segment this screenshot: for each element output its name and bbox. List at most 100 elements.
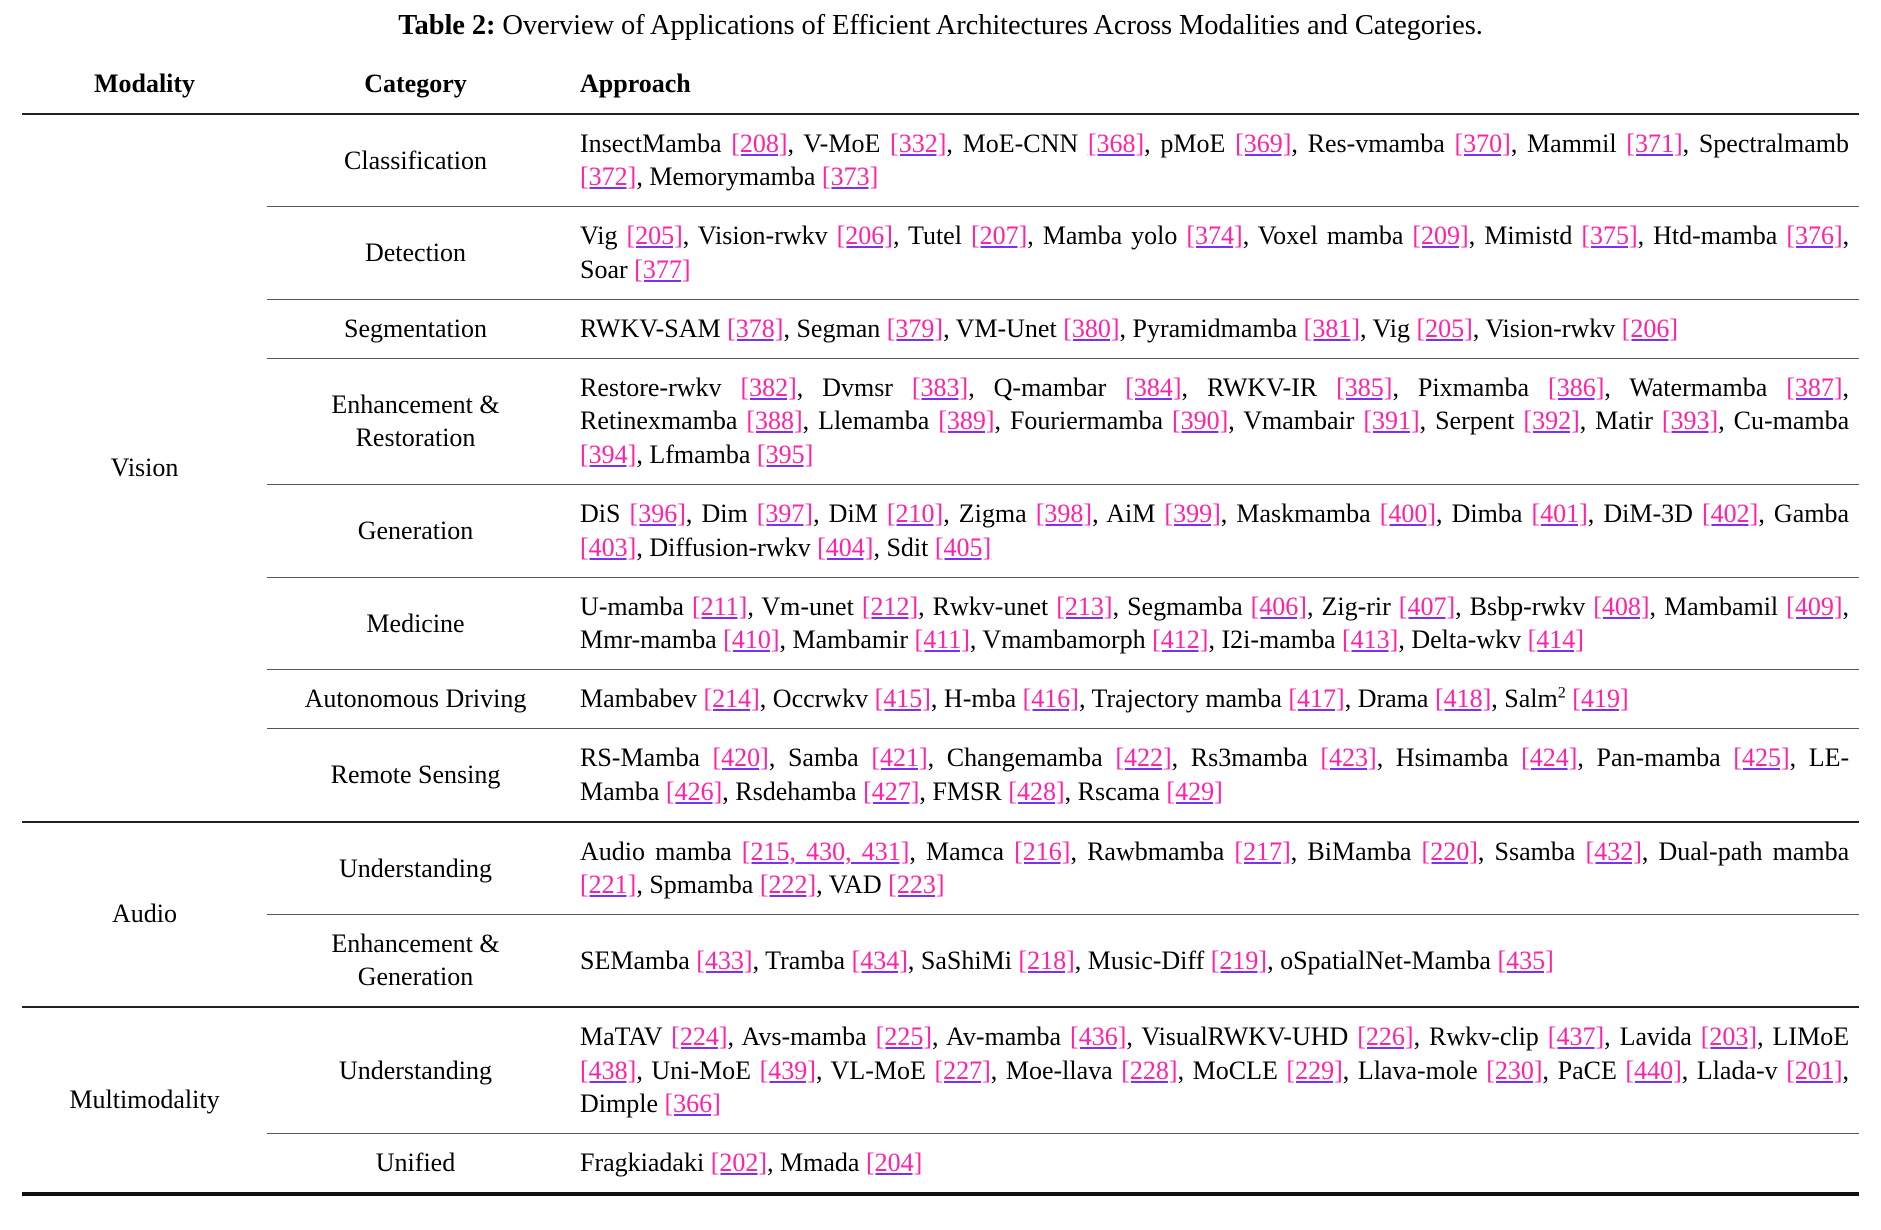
citation-link[interactable]: [424] (1521, 742, 1578, 772)
citation-link[interactable]: [410] (723, 625, 780, 655)
citation-link[interactable]: [415] (874, 684, 931, 714)
citation-link[interactable]: [392] (1523, 406, 1580, 436)
citation-link[interactable]: [428] (1008, 776, 1065, 806)
citation-link[interactable]: [414] (1527, 625, 1584, 655)
citation-link[interactable]: [422] (1115, 742, 1172, 772)
citation-link[interactable]: [418] (1434, 684, 1492, 714)
citation-link[interactable]: [417] (1288, 684, 1345, 714)
citation-link[interactable]: [383] (911, 372, 969, 402)
citation-link[interactable]: [208] (731, 128, 788, 158)
citation-link[interactable]: [220] (1421, 836, 1478, 866)
citation-link[interactable]: [394] (580, 440, 637, 470)
citation-link[interactable]: [366] (664, 1089, 721, 1119)
citation-link[interactable]: [211] (691, 591, 748, 621)
citation-link[interactable]: [400] (1379, 499, 1437, 528)
citation-link[interactable]: [429] (1166, 776, 1223, 806)
citation-link[interactable]: [419] (1572, 684, 1629, 714)
citation-link[interactable]: [411] (914, 625, 970, 655)
citation-link[interactable]: [393] (1661, 406, 1719, 436)
citation-link[interactable]: [378] (727, 313, 784, 343)
citation-link[interactable]: [396] (629, 499, 686, 528)
citation-link[interactable]: [368] (1087, 128, 1145, 158)
citation-link[interactable]: [399] (1164, 499, 1221, 528)
citation-link[interactable]: [225] (875, 1021, 932, 1051)
citation-link[interactable]: [229] (1286, 1055, 1343, 1085)
citation-link[interactable]: [207] (970, 221, 1028, 251)
citation-link[interactable]: [377] (634, 255, 691, 285)
citation-link[interactable]: [218] (1018, 945, 1075, 975)
citation-link[interactable]: [375] (1581, 221, 1638, 251)
citation-link[interactable]: [425] (1733, 742, 1790, 772)
citation-link[interactable]: [426] (665, 776, 723, 806)
citation-link[interactable]: [437] (1547, 1021, 1605, 1051)
citation-link[interactable]: [423] (1320, 742, 1377, 772)
citation-link[interactable]: [386] (1548, 372, 1605, 402)
citation-link[interactable]: [219] (1210, 945, 1268, 975)
citation-link[interactable]: [438] (580, 1055, 637, 1085)
citation-link[interactable]: [389] (938, 406, 995, 436)
citation-link[interactable]: [224] (671, 1021, 728, 1051)
citation-link[interactable]: [397] (756, 499, 814, 528)
citation-link[interactable]: [213] (1056, 591, 1113, 621)
citation-link[interactable]: [210] (886, 499, 944, 528)
citation-link[interactable]: [216] (1014, 836, 1071, 866)
citation-link[interactable]: [371] (1626, 128, 1683, 158)
citation-link[interactable]: [215, 430, 431] (741, 836, 910, 866)
citation-link[interactable]: [203] (1700, 1021, 1758, 1051)
citation-link[interactable]: [372] (580, 162, 637, 192)
citation-link[interactable]: [226] (1357, 1021, 1414, 1051)
citation-link[interactable]: [403] (580, 532, 637, 562)
citation-link[interactable]: [202] (710, 1148, 768, 1178)
citation-link[interactable]: [395] (756, 440, 814, 470)
citation-link[interactable]: [380] (1063, 313, 1120, 343)
citation-link[interactable]: [376] (1786, 221, 1843, 251)
citation-link[interactable]: [214] (703, 684, 760, 714)
citation-link[interactable]: [379] (886, 313, 944, 343)
citation-link[interactable]: [222] (759, 870, 817, 900)
citation-link[interactable]: [387] (1786, 372, 1843, 402)
citation-link[interactable]: [230] (1486, 1055, 1543, 1085)
citation-link[interactable]: [406] (1250, 591, 1307, 621)
citation-link[interactable]: [370] (1454, 128, 1511, 158)
citation-link[interactable]: [391] (1363, 406, 1420, 436)
citation-link[interactable]: [201] (1786, 1055, 1843, 1085)
citation-link[interactable]: [382] (740, 372, 797, 402)
citation-link[interactable]: [435] (1497, 945, 1554, 975)
citation-link[interactable]: [398] (1035, 499, 1093, 528)
citation-link[interactable]: [228] (1121, 1055, 1178, 1085)
citation-link[interactable]: [209] (1412, 221, 1469, 251)
citation-link[interactable]: [427] (863, 776, 920, 806)
citation-link[interactable]: [221] (580, 870, 637, 900)
citation-link[interactable]: [402] (1702, 499, 1759, 528)
citation-link[interactable]: [436] (1070, 1021, 1127, 1051)
citation-link[interactable]: [217] (1234, 836, 1291, 866)
citation-link[interactable]: [434] (851, 945, 908, 975)
citation-link[interactable]: [390] (1171, 406, 1229, 436)
citation-link[interactable]: [384] (1125, 372, 1182, 402)
citation-link[interactable]: [204] (865, 1148, 923, 1178)
citation-link[interactable]: [206] (1621, 313, 1679, 343)
citation-link[interactable]: [227] (934, 1055, 991, 1085)
citation-link[interactable]: [412] (1152, 625, 1209, 655)
citation-link[interactable]: [223] (888, 870, 945, 900)
citation-link[interactable]: [373] (821, 162, 879, 192)
citation-link[interactable]: [440] (1625, 1055, 1682, 1085)
citation-link[interactable]: [407] (1398, 591, 1456, 621)
citation-link[interactable]: [212] (861, 591, 919, 621)
citation-link[interactable]: [408] (1593, 591, 1650, 621)
citation-link[interactable]: [416] (1022, 684, 1079, 714)
citation-link[interactable]: [404] (817, 532, 874, 562)
citation-link[interactable]: [205] (626, 221, 683, 251)
citation-link[interactable]: [421] (871, 742, 928, 772)
citation-link[interactable]: [405] (934, 532, 992, 562)
citation-link[interactable]: [332] (890, 128, 947, 158)
citation-link[interactable]: [420] (712, 742, 769, 772)
citation-link[interactable]: [374] (1186, 221, 1243, 251)
citation-link[interactable]: [381] (1303, 313, 1360, 343)
citation-link[interactable]: [206] (836, 221, 893, 251)
citation-link[interactable]: [413] (1342, 625, 1399, 655)
citation-link[interactable]: [385] (1336, 372, 1393, 402)
citation-link[interactable]: [432] (1585, 836, 1642, 866)
citation-link[interactable]: [439] (759, 1055, 816, 1085)
citation-link[interactable]: [409] (1786, 591, 1843, 621)
